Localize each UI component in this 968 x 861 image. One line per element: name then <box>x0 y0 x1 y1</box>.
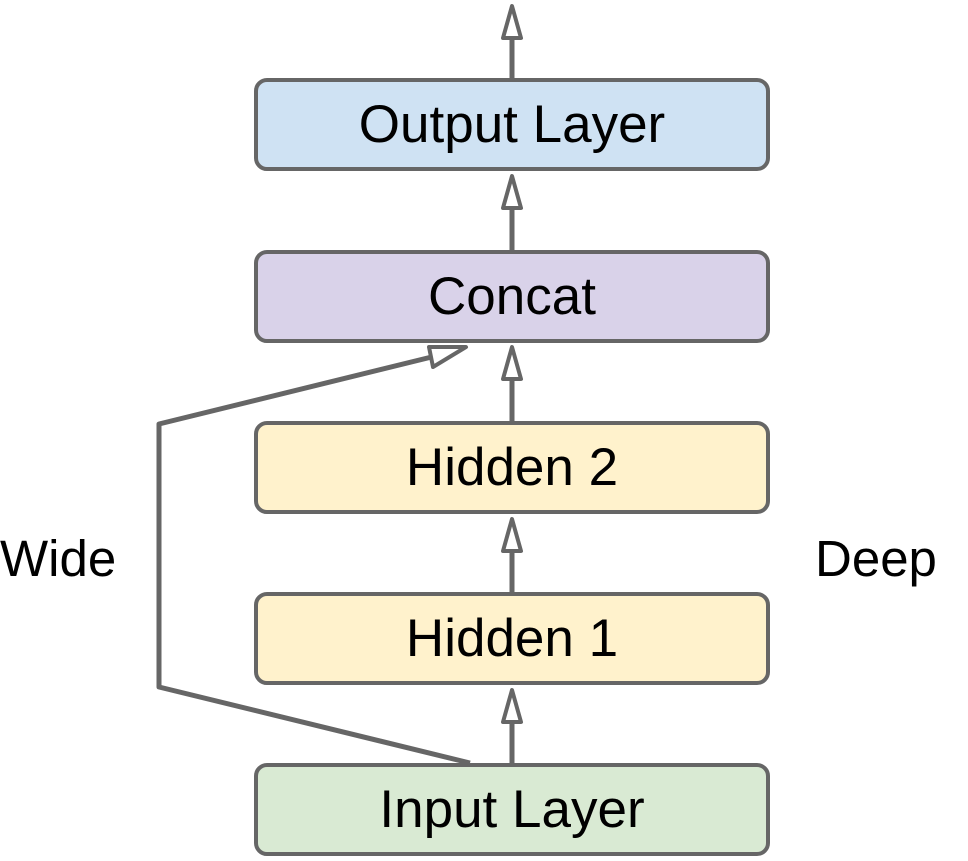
input-layer-box: Input Layer <box>254 763 770 856</box>
concat-layer-label: Concat <box>428 267 596 326</box>
hidden2-layer-box: Hidden 2 <box>254 421 770 514</box>
wide-path-label: Wide <box>0 530 117 587</box>
output-layer-box: Output Layer <box>254 78 770 171</box>
output-arrow <box>501 4 523 78</box>
input-layer-label: Input Layer <box>379 780 645 839</box>
deep-path-label: Deep <box>815 530 937 587</box>
hidden1-layer-label: Hidden 1 <box>405 609 619 668</box>
output-layer-label: Output Layer <box>358 95 666 154</box>
hidden1-layer-box: Hidden 1 <box>254 592 770 685</box>
wide-path-arrow <box>156 345 471 766</box>
hidden2-to-concat-arrow <box>501 345 523 421</box>
hidden1-to-hidden2-arrow <box>501 517 523 592</box>
concat-to-output-arrow <box>501 174 523 250</box>
input-to-hidden1-arrow <box>501 688 523 763</box>
concat-layer-box: Concat <box>254 250 770 343</box>
hidden2-layer-label: Hidden 2 <box>405 438 619 497</box>
